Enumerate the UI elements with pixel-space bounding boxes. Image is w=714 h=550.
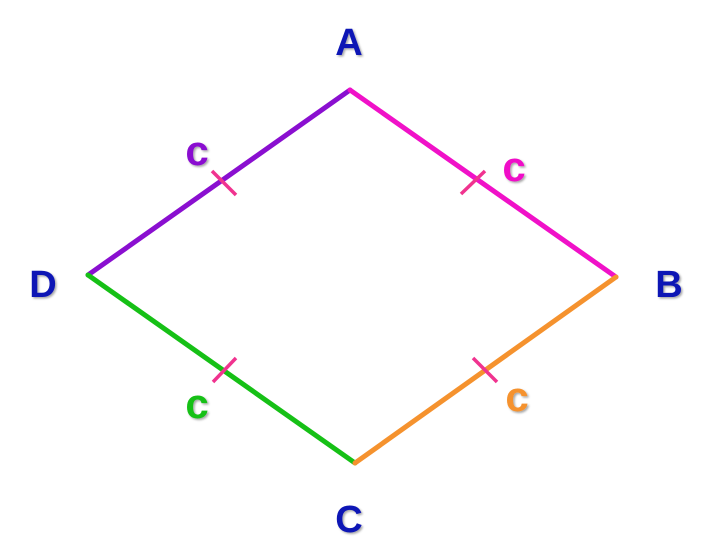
side-dc-line bbox=[85, 272, 358, 466]
tick-mark-dc bbox=[211, 356, 238, 384]
vertex-label-c: C bbox=[335, 499, 362, 541]
side-ab-line bbox=[347, 87, 619, 280]
side-ad-line bbox=[85, 87, 353, 278]
side-label-cb: c bbox=[505, 373, 528, 420]
tick-mark-ad bbox=[210, 169, 238, 197]
tick-mark-ab bbox=[459, 169, 487, 196]
tick-mark-cb bbox=[471, 356, 499, 384]
side-label-ad: c bbox=[185, 127, 208, 174]
vertex-label-d: D bbox=[29, 264, 56, 306]
side-label-ab: c bbox=[502, 143, 525, 190]
side-label-dc: c bbox=[185, 380, 208, 427]
vertex-label-a: A bbox=[335, 22, 362, 64]
vertex-label-b: B bbox=[655, 264, 682, 306]
